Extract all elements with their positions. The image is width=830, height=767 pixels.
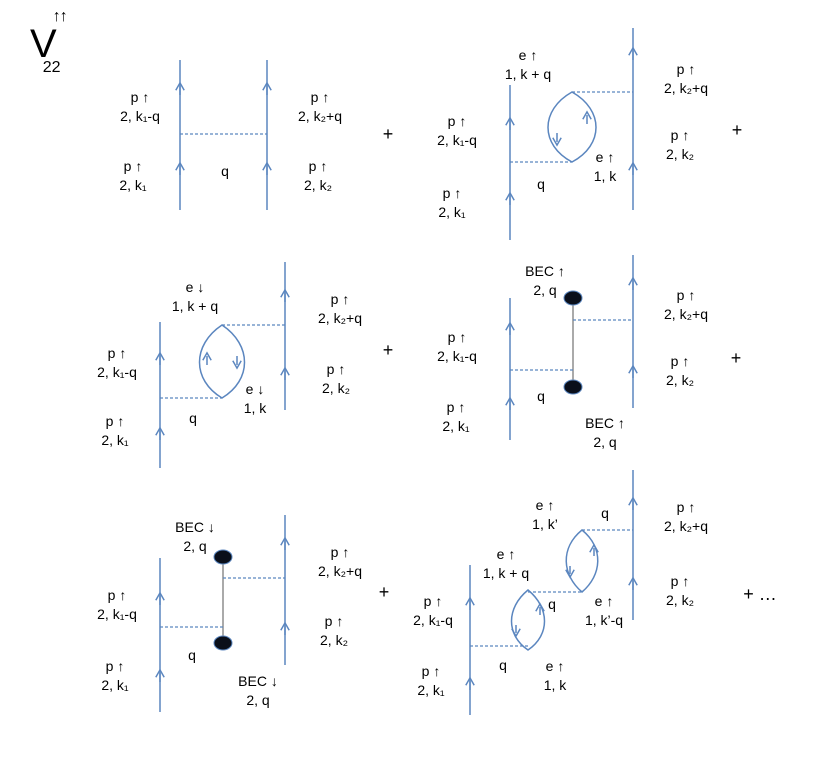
label-electron-upper-top: e ↑1, k’ [532, 497, 558, 532]
label-momentum-transfer: q [499, 657, 507, 673]
label-momentum-transfer: q [537, 388, 545, 404]
label-proton-top-right: p ↑2, k₂+q [664, 499, 708, 534]
label-proton-bottom-right: p ↑2, k₂ [666, 353, 694, 388]
label-electron-upper-bottom: e ↑1, k’-q [584, 593, 624, 628]
label-proton-top-right: p ↑2, k₂+q [318, 291, 362, 326]
label-proton-top-left: p ↑2, k₁-q [437, 329, 477, 364]
bec-condensate-dot [213, 549, 233, 565]
title-symbol: V [30, 22, 57, 66]
label-proton-top-left: p ↑2, k₁-q [97, 587, 137, 622]
label-electron-lower-bottom: e ↑1, k [543, 658, 567, 693]
label-momentum-upper: q [601, 505, 609, 521]
label-proton-top-left: p ↑2, k₁-q [437, 113, 477, 148]
plus-sign: + [382, 124, 394, 144]
label-bec-top: BEC ↑2, q [525, 263, 565, 298]
label-electron-bottom: e ↓1, k [243, 381, 267, 416]
label-proton-bottom-left: p ↑2, k₁ [438, 185, 466, 220]
plus-sign: + [382, 340, 394, 360]
plus-ellipsis: + … [743, 584, 777, 604]
label-bec-bottom: BEC ↓2, q [238, 673, 278, 708]
label-proton-bottom-right: p ↑2, k₂ [666, 127, 694, 162]
diagram-1 [175, 60, 272, 210]
title-subscript: 22 [42, 59, 61, 76]
label-electron-top: e ↓1, k + q [171, 279, 219, 314]
title-superscript: ↑↑ [52, 7, 68, 25]
plus-sign: + [378, 582, 390, 602]
electron-loop [547, 91, 597, 163]
electron-loop-upper [565, 529, 599, 593]
bec-condensate-dot [563, 290, 583, 306]
diagram-2 [505, 28, 638, 240]
label-proton-bottom-right: p ↑2, k₂ [666, 573, 694, 608]
diagram-6 [465, 470, 638, 715]
bec-condensate-dot [213, 635, 233, 651]
diagram-3 [155, 262, 290, 468]
bec-condensate-dot [563, 379, 583, 395]
label-proton-bottom-left: p ↑2, k₁ [442, 399, 470, 434]
label-proton-bottom-left: p ↑2, k₁ [417, 663, 445, 698]
label-proton-bottom-right: p ↑2, k₂ [320, 613, 348, 648]
label-momentum-transfer: q [221, 163, 229, 179]
label-electron-lower-top: e ↑1, k + q [482, 546, 530, 581]
diagram-5 [155, 515, 290, 712]
page-title: V↑↑ 22 [30, 8, 88, 75]
label-proton-top-right: p ↑2, k₂+q [664, 61, 708, 96]
label-proton-bottom-left: p ↑2, k₁ [101, 413, 129, 448]
label-proton-bottom-right: p ↑2, k₂ [304, 158, 332, 193]
label-electron-bottom: e ↑1, k [593, 149, 617, 184]
label-proton-top-left: p ↑2, k₁-q [120, 89, 160, 124]
plus-sign: + [731, 120, 743, 140]
diagram-4 [505, 255, 638, 440]
plus-sign: + [730, 348, 742, 368]
label-proton-bottom-left: p ↑2, k₁ [119, 158, 147, 193]
label-momentum-transfer: q [189, 410, 197, 426]
label-proton-top-right: p ↑2, k₂+q [318, 544, 362, 579]
label-proton-bottom-left: p ↑2, k₁ [101, 658, 129, 693]
electron-loop-lower [510, 589, 546, 651]
label-proton-top-right: p ↑2, k₂+q [664, 287, 708, 322]
label-momentum-transfer: q [537, 176, 545, 192]
label-momentum-middle: q [548, 596, 556, 612]
label-proton-bottom-right: p ↑2, k₂ [322, 361, 350, 396]
label-bec-top: BEC ↓2, q [175, 519, 215, 554]
label-proton-top-left: p ↑2, k₁-q [97, 345, 137, 380]
label-proton-top-left: p ↑2, k₁-q [413, 593, 453, 628]
label-momentum-transfer: q [188, 647, 196, 663]
label-electron-top: e ↑1, k + q [504, 47, 552, 82]
label-proton-top-right: p ↑2, k₂+q [298, 89, 342, 124]
label-bec-bottom: BEC ↑2, q [585, 415, 625, 450]
